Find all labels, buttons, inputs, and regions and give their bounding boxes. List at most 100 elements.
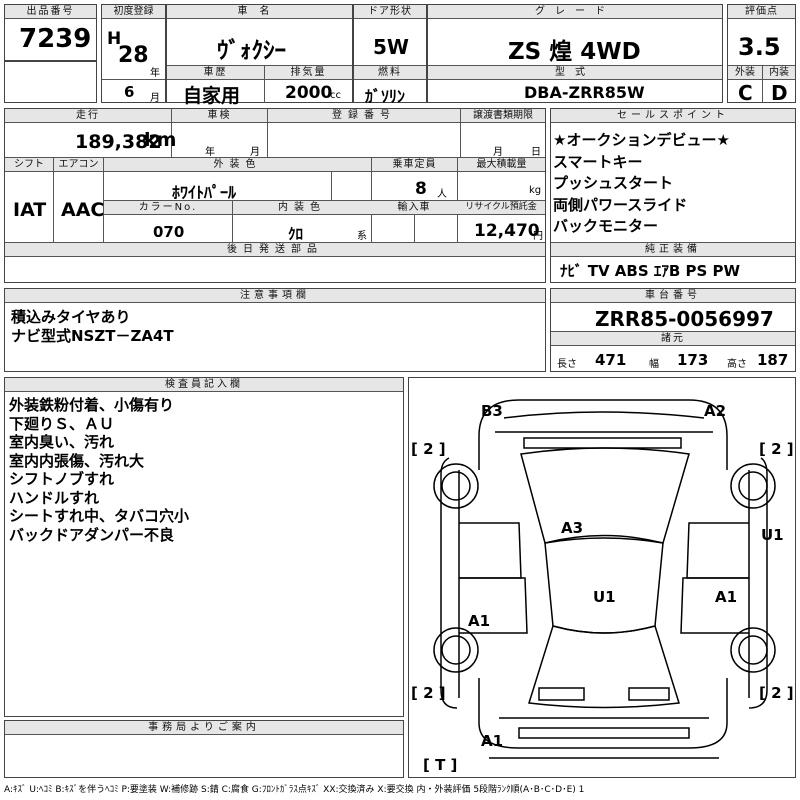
interior-grade: D [771,81,788,105]
rear-window [528,625,680,709]
score-box: 評価点 3.5 外装 内装 C D [727,4,796,105]
inspection-month-unit: 月 [250,147,260,158]
divider [551,331,795,332]
tire-rear-left: [ 2 ] [411,684,446,702]
mileage-unit: km [144,129,177,151]
exterior-color-label: 外装色 [103,158,371,172]
wheel-rear-left-inner [441,635,471,665]
divider [728,65,795,66]
displacement-label: 排気量 [264,66,352,80]
door-value: 5W [373,35,409,59]
grade-box: グレード ZS 煌 4WD 型式 DBA-ZRR85W [427,4,723,103]
damage-u1-center: U1 [593,588,616,606]
grade-value: ZS 煌 4WD [508,39,641,65]
lot-lower-box [4,61,97,103]
legend-text: A:ｷｽﾞ U:ﾍｺﾐ B:ｷｽﾞを伴うﾍｺﾐ P:要塗装 W:補修跡 S:錆 … [4,785,585,795]
lot-label: 出品番号 [5,5,96,19]
sales-point-item: ★オークションデビュー★ [553,131,730,149]
shift-value: IAT [13,199,47,221]
damage-a1-left: A1 [468,612,490,630]
inspector-item: 下廻りＳ、ＡＵ [9,414,115,433]
roof-outline [544,534,664,634]
damage-diagram: B3 A2 A3 U1 U1 A1 A1 A1 [ 2 ] [ 2 ] [ 2 … [408,377,796,778]
color-no-label: カラーNo. [104,201,232,215]
chassis-number: ZRR85-0056997 [595,307,774,331]
inspector-box: 検査員記入欄 外装鉄粉付着、小傷有り 下廻りＳ、ＡＵ 室内臭い、汚れ 室内内張傷… [4,377,404,717]
regno-label: 登録番号 [267,109,460,123]
wheel-front-right [730,463,776,509]
inspector-item: シートすれ中、タバコ穴小 [9,507,190,525]
color-number: 070 [153,223,185,241]
note-item: 積込みタイヤあり [11,308,131,326]
car-name: ｳﾞｫｸｼｰ [217,38,286,64]
rear-lights [518,727,690,739]
tire-rear-right: [ 2 ] [759,684,794,702]
divider [103,200,545,201]
office-label: 事務局よりご案内 [5,721,403,735]
recycle-label: リサイクル預託金 [457,201,545,215]
divider [167,65,352,66]
interior-color-label: 内装色 [232,201,371,215]
divider [331,172,332,200]
ac-label: エアコン [53,158,103,172]
equipment-label: 純正装備 [551,243,795,257]
shift-label: シフト [5,158,53,172]
sales-point-item: スマートキー [553,152,643,171]
left-door-front [459,522,522,579]
length-value: 471 [595,351,627,369]
right-door-rear [680,577,749,634]
wheel-rear-right [730,627,776,673]
spec-label: 諸元 [551,332,795,346]
car-outline-diagram: B3 A2 A3 U1 U1 A1 A1 A1 [ 2 ] [ 2 ] [ 2 … [411,399,794,774]
sales-points-label: セールスポイント [551,109,795,123]
notes-box: 注意事項欄 積込みタイヤあり ナビ型式NSZT－ZA4T [4,288,546,372]
width-value: 173 [677,351,709,369]
chassis-label: 車台番号 [551,289,795,303]
mileage-value: 189,382 [75,131,162,153]
divider [5,242,545,243]
model-label: 型式 [428,66,722,80]
damage-a1-bottom: A1 [481,732,503,750]
rear-bumper [478,678,728,749]
length-label: 長さ [557,359,577,370]
notes-list: 積込みタイヤあり ナビ型式NSZT－ZA4T [11,308,174,345]
divider [5,157,545,158]
damage-u1-right: U1 [761,526,784,544]
chassis-box: 車台番号 ZRR85-0056997 諸元 長さ 471 幅 173 高さ 18… [550,288,796,372]
later-parts-label: 後日発送部品 [5,243,545,257]
damage-a3: A3 [561,519,583,537]
recycle-value: 12,470 [474,221,540,241]
capacity-label: 乗車定員 [371,158,457,172]
history-label: 車歴 [167,66,264,80]
wheel-front-right-inner [738,471,768,501]
interior-color: ｸﾛ [288,225,304,243]
sales-points-box: セールスポイント ★オークションデビュー★ スマートキー プッシュスタート 両側… [550,108,796,283]
notes-label: 注意事項欄 [5,289,545,303]
fuel-value: ｶﾞｿﾘﾝ [365,87,406,106]
info-block: 走行 車検 登録番号 譲渡書類期限 189,382 km 年 月 月 日 シフト… [4,108,546,283]
divider [53,158,54,242]
inspection-label: 車検 [171,109,267,123]
inspection-year-unit: 年 [205,147,215,158]
note-item: ナビ型式NSZT－ZA4T [11,326,174,345]
year-unit: 年 [150,68,160,79]
left-door-rear [459,577,528,634]
width-label: 幅 [649,359,659,370]
divider [428,65,722,66]
rear-plate [538,687,585,701]
transfer-label: 譲渡書類期限 [460,109,545,123]
interior-color-unit: 系 [357,231,367,242]
front-top-curve [503,411,705,419]
displacement-value: 2000 [285,83,333,103]
divider [460,109,461,157]
exterior-grade-label: 外装 [728,66,762,80]
car-name-label: 車名 [167,5,352,19]
model-value: DBA-ZRR85W [524,83,645,102]
right-side [748,457,768,709]
capacity-value: 8 [415,179,427,199]
load-unit: kg [529,185,542,196]
tire-front-left: [ 2 ] [411,440,446,458]
right-door-front [686,522,749,579]
body-top-outline [478,399,728,470]
office-box: 事務局よりご案内 [4,720,404,778]
